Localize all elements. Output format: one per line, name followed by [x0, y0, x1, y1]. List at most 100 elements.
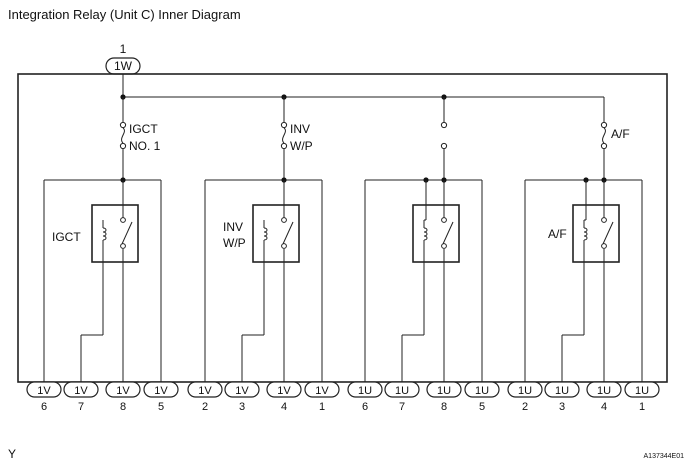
- relay-label-wp: W/P: [223, 236, 246, 250]
- connector-pin-number: 2: [202, 401, 208, 413]
- connector-pin-number: 2: [522, 401, 528, 413]
- switch-terminal: [120, 217, 126, 223]
- switch-terminal: [281, 243, 287, 249]
- connector-pin-number: 1: [639, 401, 645, 413]
- switch-blade: [121, 221, 133, 245]
- switch-blade: [442, 221, 454, 245]
- relay-box: [252, 204, 300, 263]
- fuse-label-af: A/F: [611, 127, 630, 141]
- connector-1v-pin-5: 1V5: [143, 381, 179, 413]
- connector-shell: [266, 381, 302, 398]
- relay-box: [572, 204, 620, 263]
- top-connector-pin: 1: [120, 42, 127, 56]
- footer-code-right: A137344E01: [644, 453, 685, 460]
- connector-pin-number: 5: [479, 401, 485, 413]
- connector-pin-number: 8: [441, 401, 447, 413]
- connector-label: 1V: [198, 385, 212, 397]
- fuse-terminal: [440, 142, 448, 150]
- connector-1u-pin-3: 1U3: [544, 381, 580, 413]
- connector-shell: [507, 381, 543, 398]
- connector-shell: [63, 381, 99, 398]
- connector-1u-pin-5: 1U5: [464, 381, 500, 413]
- connector-pin-number: 3: [559, 401, 565, 413]
- relay-label-igct: IGCT: [52, 230, 81, 244]
- switch-terminal: [601, 243, 607, 249]
- fuse-terminal: [440, 121, 448, 129]
- connector-label: 1V: [154, 385, 168, 397]
- page-title: Integration Relay (Unit C) Inner Diagram: [8, 7, 241, 22]
- connector-label: 1U: [597, 385, 611, 397]
- connector-shell: [384, 381, 420, 398]
- fuse-terminal: [280, 121, 288, 129]
- fuse-label-inv-wp: W/P: [290, 139, 313, 153]
- switch-terminal: [120, 243, 126, 249]
- fuse-label-inv: INV: [290, 122, 310, 136]
- connector-label: 1V: [116, 385, 130, 397]
- relay-coil: [583, 227, 588, 241]
- fuse-terminal: [600, 142, 608, 150]
- relay-circuit-1: [43, 97, 162, 382]
- switch-blade: [602, 221, 614, 245]
- connector-shell: [586, 381, 622, 398]
- connector-shell: [624, 381, 660, 398]
- relay-coil: [423, 227, 428, 241]
- relay-box: [91, 204, 139, 263]
- connector-label: 1V: [315, 385, 329, 397]
- relay-circuit-2: [204, 97, 323, 382]
- relay-circuit-3: [364, 97, 483, 382]
- connector-shell: [464, 381, 500, 398]
- switch-terminal: [281, 217, 287, 223]
- connector-pin-number: 6: [362, 401, 368, 413]
- relay-label-af: A/F: [548, 227, 567, 241]
- connector-1u-pin-6: 1U6: [347, 381, 383, 413]
- connector-shell: [143, 381, 179, 398]
- connector-1u-pin-1: 1U1: [624, 381, 660, 413]
- fuse-terminal: [600, 121, 608, 129]
- connector-pin-number: 7: [78, 401, 84, 413]
- bottom-connectors: 1V61V71V81V51V21V31V41V11U61U71U81U51U21…: [26, 381, 660, 413]
- connector-shell: [187, 381, 223, 398]
- switch-terminal: [441, 217, 447, 223]
- connector-1u-pin-2: 1U2: [507, 381, 543, 413]
- connector-label: 1U: [635, 385, 649, 397]
- connector-label: 1V: [37, 385, 51, 397]
- connector-1v-pin-6: 1V6: [26, 381, 62, 413]
- connector-pin-number: 5: [158, 401, 164, 413]
- switch-terminal: [441, 243, 447, 249]
- fuse-label-igct-no1: NO. 1: [129, 139, 161, 153]
- connector-pin-number: 1: [319, 401, 325, 413]
- connector-shell: [304, 381, 340, 398]
- connector-pin-number: 6: [41, 401, 47, 413]
- connector-label: 1V: [74, 385, 88, 397]
- connector-1v-pin-2: 1V2: [187, 381, 223, 413]
- switch-terminal: [601, 217, 607, 223]
- fuse-label-igct: IGCT: [129, 122, 158, 136]
- connector-pin-number: 4: [281, 401, 287, 413]
- connector-shell: [105, 381, 141, 398]
- connector-pin-number: 8: [120, 401, 126, 413]
- fuse-terminal: [280, 142, 288, 150]
- connector-pin-number: 4: [601, 401, 607, 413]
- connector-label: 1U: [475, 385, 489, 397]
- switch-blade: [282, 221, 294, 245]
- connector-label: 1U: [395, 385, 409, 397]
- connector-pin-number: 7: [399, 401, 405, 413]
- connector-1u-pin-4: 1U4: [586, 381, 622, 413]
- fuse-element: [121, 127, 125, 144]
- relay-coil: [263, 227, 268, 241]
- connector-label: 1U: [518, 385, 532, 397]
- connector-shell: [544, 381, 580, 398]
- fuse-element: [602, 127, 606, 144]
- relay-unit-outline: [17, 73, 668, 383]
- connector-1v-pin-4: 1V4: [266, 381, 302, 413]
- top-connector-label: 1W: [114, 59, 133, 73]
- fuse-terminal: [119, 142, 127, 150]
- fuse-element: [282, 127, 286, 144]
- connector-shell: [26, 381, 62, 398]
- connector-1v-pin-7: 1V7: [63, 381, 99, 413]
- footer-code-left: Y: [8, 447, 16, 461]
- relay-label-inv: INV: [223, 220, 243, 234]
- fuse-terminal: [119, 121, 127, 129]
- relay-box: [412, 204, 460, 263]
